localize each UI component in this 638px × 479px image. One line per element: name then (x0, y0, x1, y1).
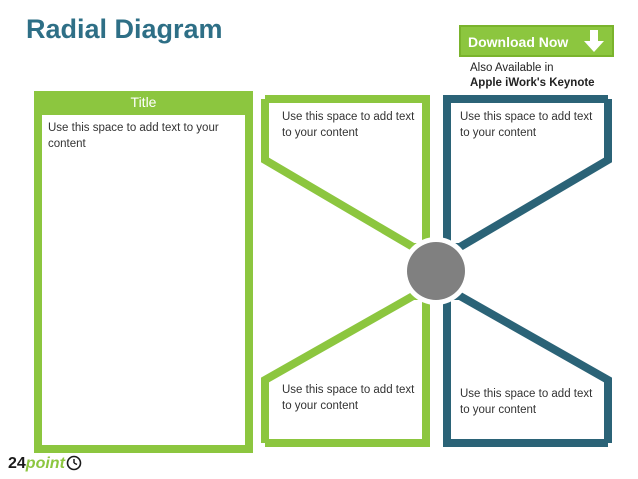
left-panel-body: Use this space to add text to your conte… (48, 122, 219, 150)
download-now-button[interactable]: Download Now (459, 25, 614, 57)
bottom-left-box-text: Use this space to add text to your conte… (282, 384, 415, 412)
left-panel-title: Title (130, 94, 157, 110)
top-right-box-text: Use this space to add text to your conte… (460, 111, 593, 139)
download-now-label: Download Now (468, 34, 569, 50)
center-node (407, 242, 465, 300)
clock-icon (66, 455, 82, 471)
logo-number: 24 (8, 455, 26, 472)
download-arrow-icon (584, 30, 604, 52)
bottom-left-box-frame (261, 292, 430, 447)
logo-word: point (25, 455, 65, 472)
top-left-box-text: Use this space to add text to your conte… (282, 111, 415, 139)
left-panel-header (34, 91, 253, 115)
availability-platform: Apple iWork's Keynote (470, 77, 595, 89)
bottom-right-box-frame (443, 292, 612, 447)
bottom-right-box-text: Use this space to add text to your conte… (460, 388, 593, 416)
brand-logo: 24point (8, 455, 82, 475)
page-title: Radial Diagram (26, 14, 223, 44)
availability-text: Also Available in (470, 62, 554, 74)
